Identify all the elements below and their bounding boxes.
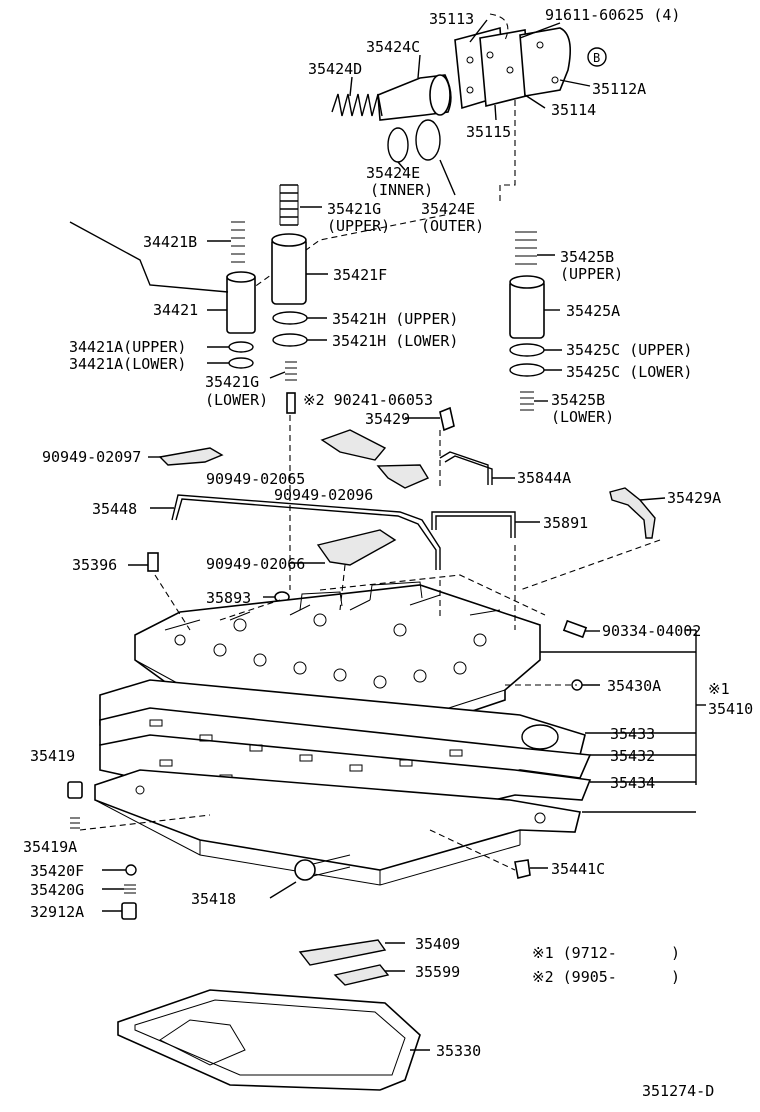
oil-strainer-plates [298, 939, 405, 986]
label-35113: 35113 [429, 10, 474, 28]
label-35330: 35330 [436, 1042, 481, 1060]
label-inner: (INNER) [370, 181, 433, 199]
label-35421h-upper: 35421H (UPPER) [332, 310, 458, 328]
oil-pan [117, 989, 430, 1091]
label-32912a: 32912A [30, 903, 84, 921]
label-34421: 34421 [153, 301, 198, 319]
label-upper-a: (UPPER) [327, 217, 390, 235]
label-34421a-upper: 34421A(UPPER) [69, 338, 186, 356]
label-35115: 35115 [466, 123, 511, 141]
label-lower-a: (LOWER) [205, 391, 268, 409]
label-outer: (OUTER) [421, 217, 484, 235]
label-upper-b: (UPPER) [560, 265, 623, 283]
part-labels: 35113 91611-60625 (4) B 35424C 35424D 35… [23, 6, 753, 1100]
label-35425a: 35425A [566, 302, 620, 320]
label-35396: 35396 [72, 556, 117, 574]
label-circled-b: B [593, 51, 600, 65]
label-35425c-upper: 35425C (UPPER) [566, 341, 692, 359]
label-35432: 35432 [610, 747, 655, 765]
label-35433: 35433 [610, 725, 655, 743]
label-35425c-lower: 35425C (LOWER) [566, 363, 692, 381]
label-35420f: 35420F [30, 862, 84, 880]
label-90241-06053: ※2 90241-06053 [303, 391, 433, 409]
label-note2: ※2 (9905- ) [532, 968, 680, 986]
leaders-middle [207, 206, 562, 402]
label-90949-02065: 90949-02065 [206, 470, 305, 488]
accumulator-pistons-springs [69, 184, 545, 414]
label-35424e-inner: 35424E [366, 164, 420, 182]
label-35434: 35434 [610, 774, 655, 792]
label-34421b: 34421B [143, 233, 197, 251]
label-35421h-lower: 35421H (LOWER) [332, 332, 458, 350]
label-note1: ※1 (9712- ) [532, 944, 680, 962]
label-35425b-lower: 35425B [551, 391, 605, 409]
label-35419a: 35419A [23, 838, 77, 856]
label-35418: 35418 [191, 890, 236, 908]
accumulator-cover-assembly [331, 26, 607, 163]
small-parts [67, 781, 548, 920]
label-90949-02066: 90949-02066 [206, 555, 305, 573]
label-35409: 35409 [415, 935, 460, 953]
diagram-id: 351274-D [642, 1082, 714, 1100]
label-35410: 35410 [708, 700, 753, 718]
label-35424c: 35424C [366, 38, 420, 56]
label-lower-b: (LOWER) [551, 408, 614, 426]
label-35419: 35419 [30, 747, 75, 765]
label-35429a: 35429A [667, 489, 721, 507]
label-35893: 35893 [206, 589, 251, 607]
label-35599: 35599 [415, 963, 460, 981]
label-34421a-lower: 34421A(LOWER) [69, 355, 186, 373]
assembly-dashed-lines [79, 415, 661, 871]
assembly-callout-bracket [540, 629, 706, 813]
label-35424d: 35424D [308, 60, 362, 78]
label-35420g: 35420G [30, 881, 84, 899]
lower-valve-body [94, 769, 581, 886]
label-35421f: 35421F [333, 266, 387, 284]
label-35891: 35891 [543, 514, 588, 532]
label-35421g-lower: 35421G [205, 373, 259, 391]
separator-plates [99, 679, 592, 831]
label-35429: 35429 [365, 410, 410, 428]
label-35441c: 35441C [551, 860, 605, 878]
label-35844a: 35844A [517, 469, 571, 487]
label-35421g-upper: 35421G [327, 200, 381, 218]
label-35114: 35114 [551, 101, 596, 119]
label-35424e-outer: 35424E [421, 200, 475, 218]
label-90949-02096: 90949-02096 [274, 486, 373, 504]
label-35112a: 35112A [592, 80, 646, 98]
label-35448: 35448 [92, 500, 137, 518]
label-35425b-upper: 35425B [560, 248, 614, 266]
label-note1-mark: ※1 [708, 680, 730, 698]
label-35430a: 35430A [607, 677, 661, 695]
label-91611-60625: 91611-60625 (4) [545, 6, 680, 24]
label-90334-04002: 90334-04002 [602, 622, 701, 640]
label-90949-02097: 90949-02097 [42, 448, 141, 466]
